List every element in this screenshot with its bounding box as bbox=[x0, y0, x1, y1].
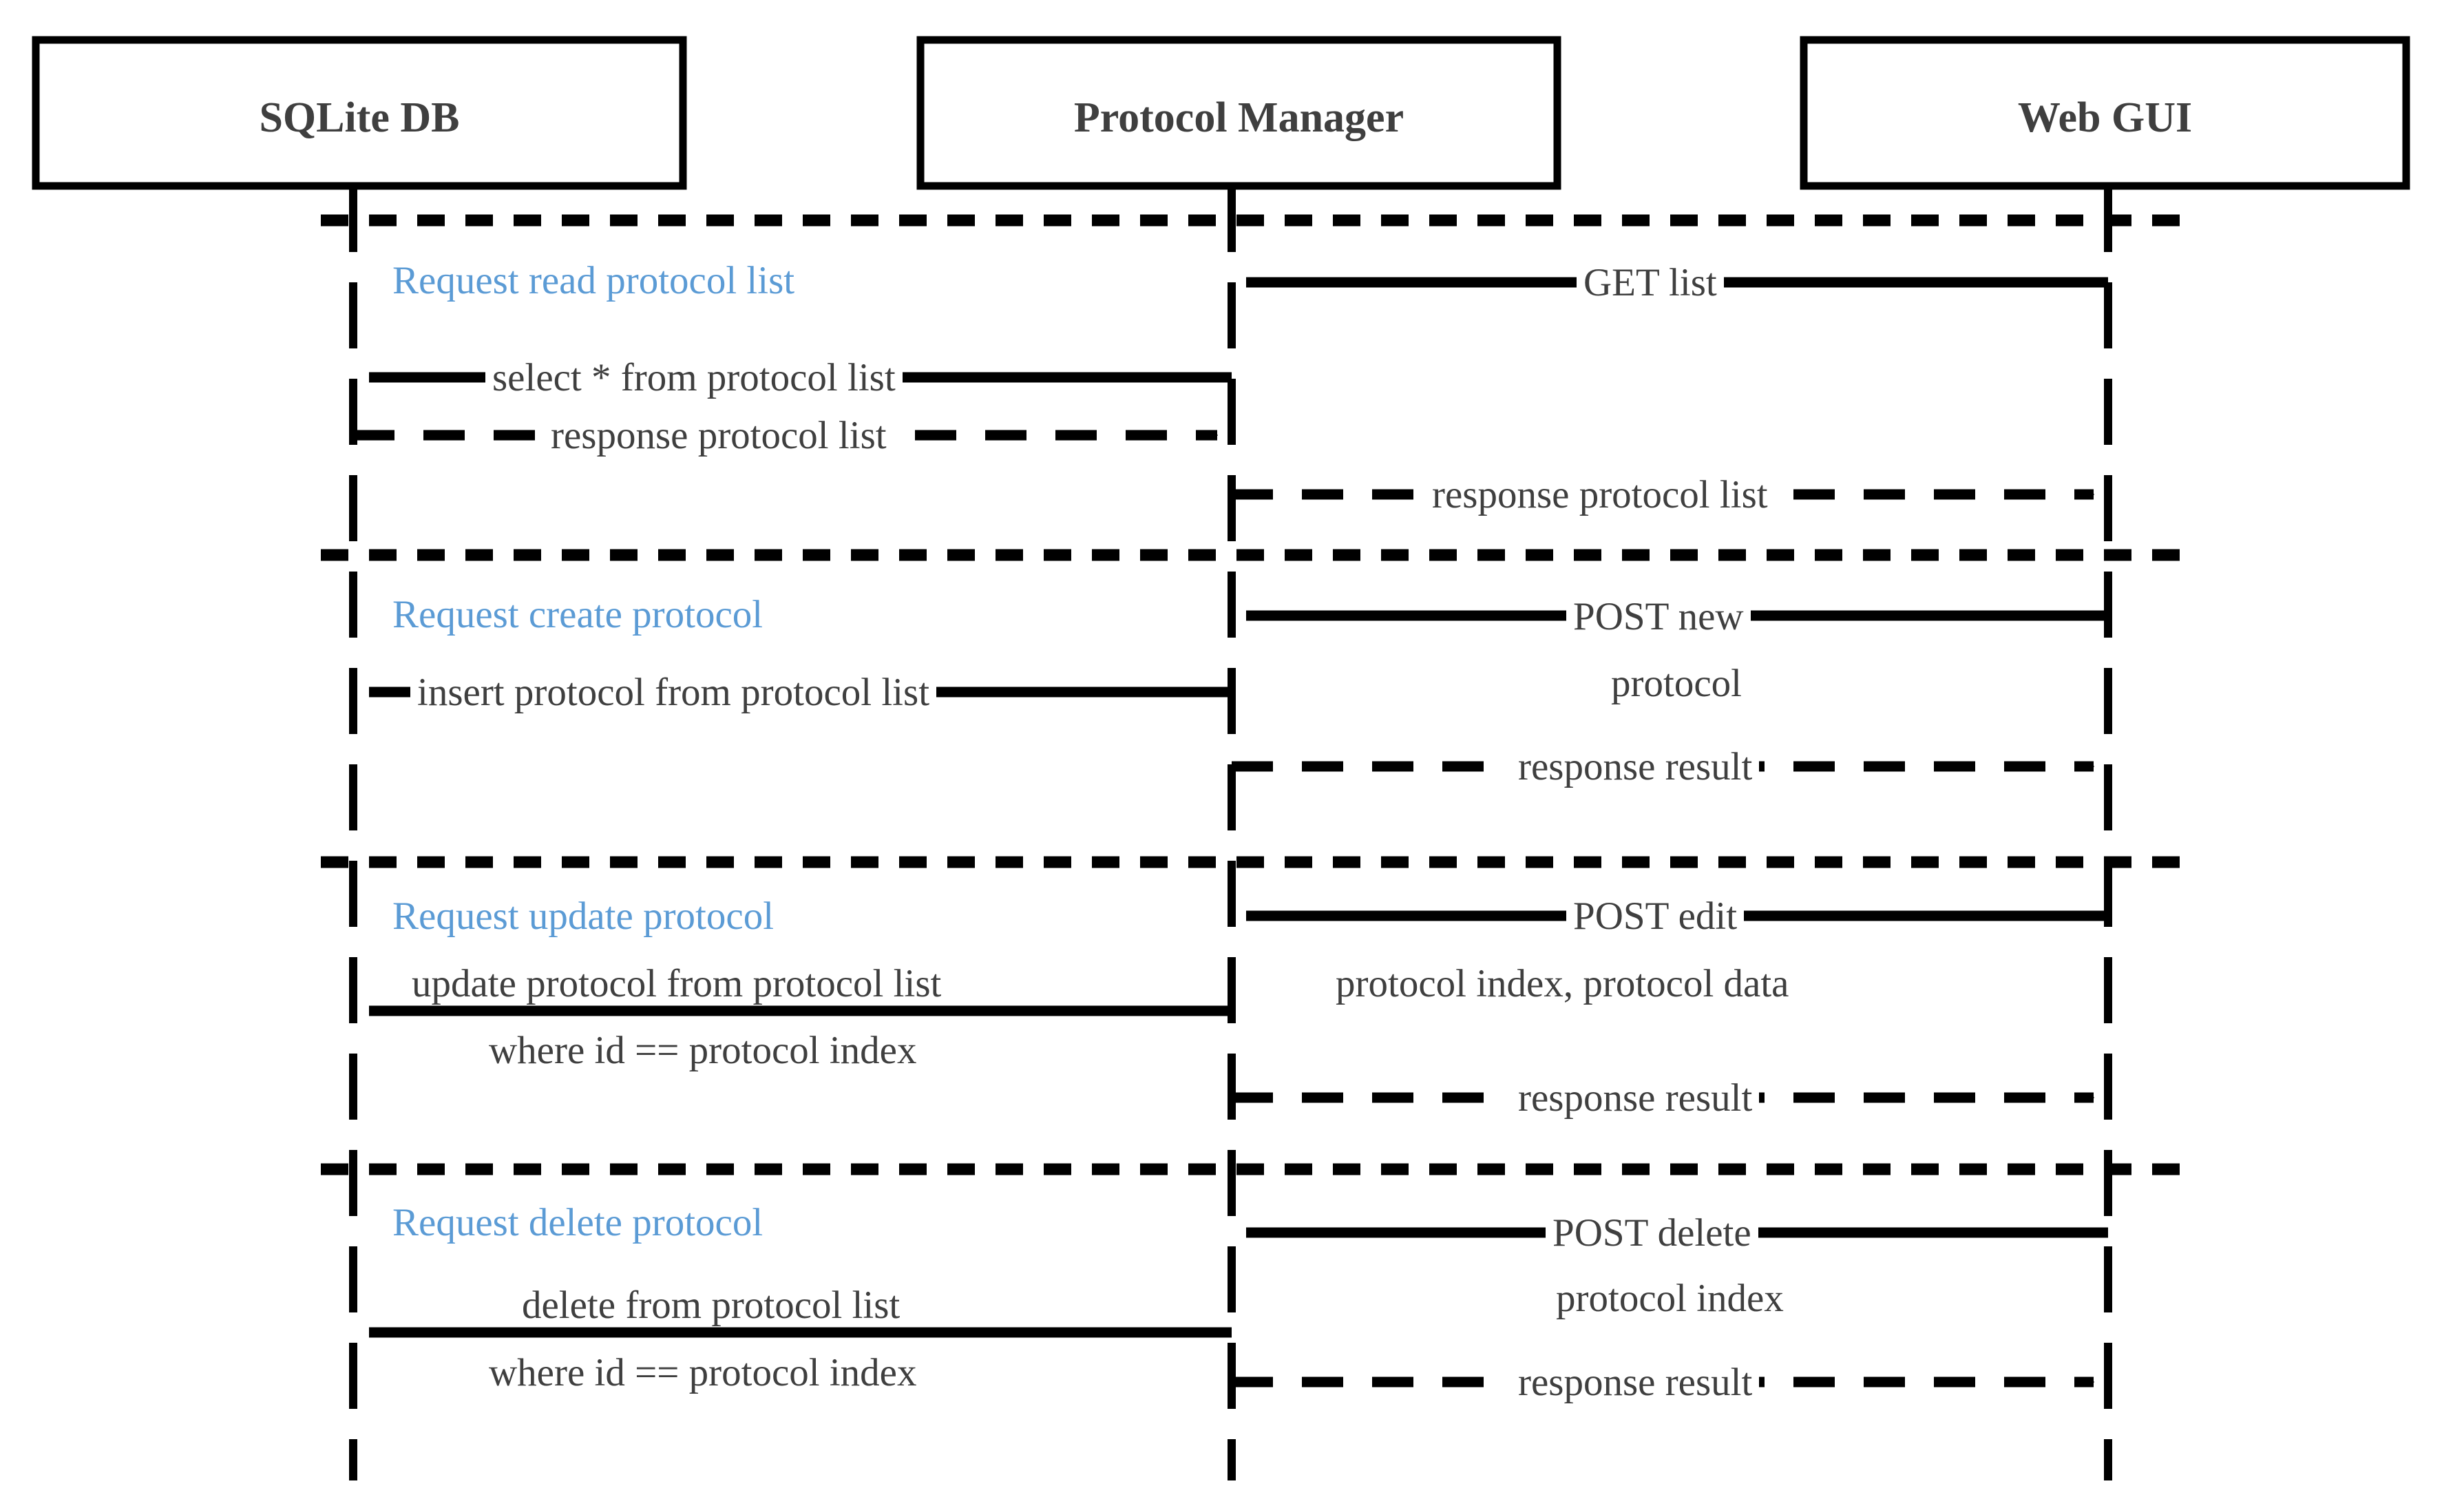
message-label-response-protocol-list-db: response protocol list bbox=[544, 415, 894, 457]
message-label-update-protocol-line1: update protocol from protocol list bbox=[405, 963, 949, 1005]
annotation-request-create-protocol: Request create protocol bbox=[392, 593, 764, 636]
message-label-post-edit-line2: protocol index, protocol data bbox=[1329, 963, 1796, 1005]
message-label-delete-from-list-line2: where id == protocol index bbox=[482, 1352, 924, 1394]
participant-label-web-gui: Web GUI bbox=[2017, 94, 2193, 141]
message-label-response-protocol-list-gui: response protocol list bbox=[1425, 474, 1775, 516]
participant-box-protocol-manager bbox=[916, 36, 1561, 190]
participant-label-sqlite-db: SQLite DB bbox=[259, 94, 460, 141]
participant-box-sqlite-db bbox=[32, 36, 687, 190]
message-label-delete-from-list-line1: delete from protocol list bbox=[515, 1284, 907, 1327]
message-label-select-star: select * from protocol list bbox=[485, 357, 903, 399]
lifelines bbox=[349, 186, 2112, 1480]
message-label-post-new-line1: POST new bbox=[1566, 596, 1751, 638]
message-label-post-delete-line2: protocol index bbox=[1549, 1277, 1791, 1320]
message-label-post-delete-line1: POST delete bbox=[1546, 1212, 1758, 1255]
annotation-request-read-protocol-list: Request read protocol list bbox=[392, 259, 795, 302]
message-label-response-result-delete: response result bbox=[1511, 1361, 1760, 1404]
message-label-insert-protocol: insert protocol from protocol list bbox=[410, 671, 937, 714]
annotation-request-delete-protocol: Request delete protocol bbox=[392, 1201, 764, 1244]
participant-label-protocol-manager: Protocol Manager bbox=[1073, 94, 1404, 141]
message-label-update-protocol-line2: where id == protocol index bbox=[482, 1029, 924, 1072]
message-label-response-result-update: response result bbox=[1511, 1077, 1760, 1120]
message-label-get-list: GET list bbox=[1577, 262, 1724, 304]
message-label-post-new-line2: protocol bbox=[1604, 662, 1749, 705]
section-separators bbox=[321, 214, 2193, 1175]
message-label-post-edit-line1: POST edit bbox=[1566, 895, 1745, 938]
annotation-request-update-protocol: Request update protocol bbox=[392, 894, 775, 938]
message-label-response-result-create: response result bbox=[1511, 746, 1760, 788]
